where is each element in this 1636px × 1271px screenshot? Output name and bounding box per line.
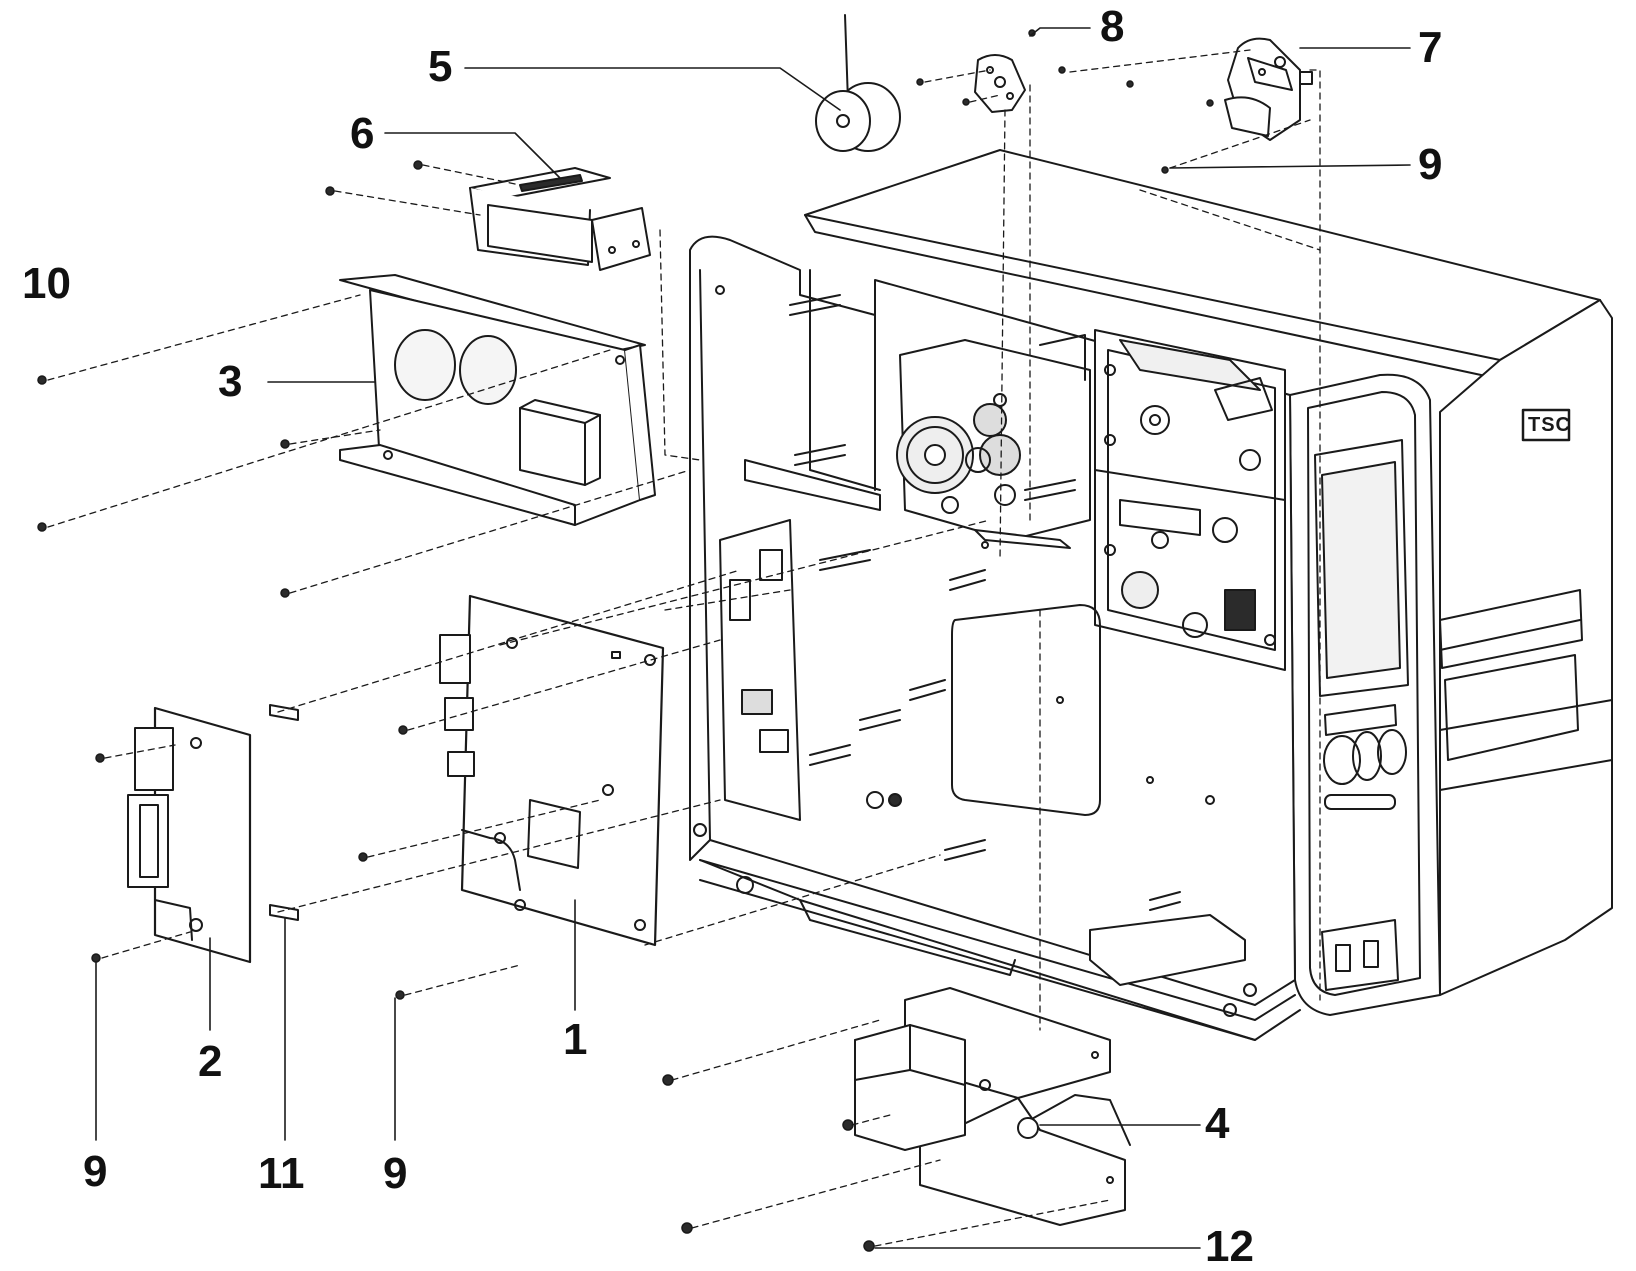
callout-12: 12	[1205, 1222, 1254, 1271]
callout-9-top: 9	[1418, 140, 1443, 189]
callout-7: 7	[1418, 23, 1443, 72]
gear-train	[896, 393, 1021, 514]
keypad	[1323, 704, 1407, 810]
leader-lines	[95, 27, 1411, 1249]
part-interface-board	[127, 706, 252, 964]
brand-logo: TSC	[1528, 414, 1571, 436]
part-sensor-module	[469, 167, 651, 271]
callout-8: 8	[1100, 2, 1125, 51]
part-motor-assembly	[854, 987, 1131, 1226]
callout-1: 1	[563, 1015, 588, 1064]
callout-11: 11	[258, 1149, 305, 1198]
callout-3: 3	[218, 357, 243, 406]
part-roller	[815, 14, 901, 152]
callout-2: 2	[198, 1037, 223, 1086]
callout-9-center: 9	[383, 1149, 408, 1198]
standoff-posts	[789, 294, 1181, 911]
callout-4: 4	[1205, 1099, 1230, 1148]
part-main-board	[439, 594, 665, 947]
callout-5: 5	[428, 42, 453, 91]
callout-10: 10	[22, 259, 71, 308]
printer-chassis	[689, 149, 1613, 1041]
brand-plate	[1521, 408, 1571, 442]
assembly-lines	[47, 49, 1321, 1247]
callout-6: 6	[350, 109, 375, 158]
part-power-supply	[339, 274, 656, 526]
print-mechanism	[1094, 329, 1286, 671]
part-standoffs	[269, 704, 299, 921]
callout-9-left: 9	[83, 1147, 108, 1196]
part-gear-bracket	[1224, 37, 1313, 141]
part-motor-plate	[974, 54, 1026, 113]
